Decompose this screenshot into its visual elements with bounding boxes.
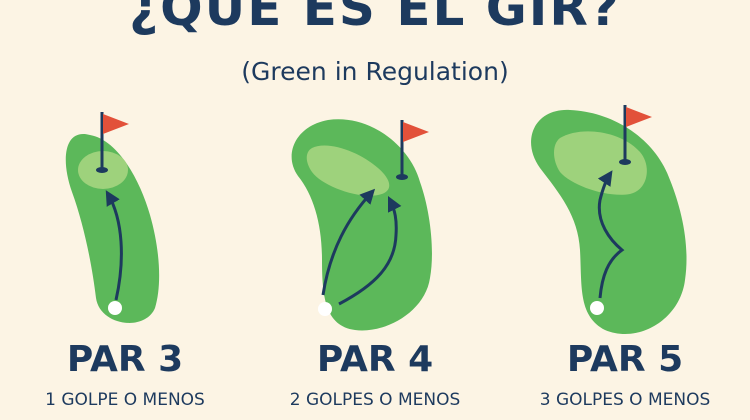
par-5-label: PAR 5 [566, 339, 684, 380]
shot-path [597, 170, 625, 299]
golf-ball [590, 301, 604, 315]
par-4-label: PAR 4 [316, 339, 434, 380]
golf-ball [318, 302, 332, 316]
flag [103, 114, 129, 134]
par-5-strokes: 3 GOLPES O MENOS [539, 390, 711, 410]
golf-ball [108, 301, 122, 315]
shot-path-1 [321, 188, 376, 296]
page-title: ¿QUE ES EL GIR? [129, 0, 621, 37]
par-5-panel: PAR 5 3 GOLPES O MENOS [500, 100, 750, 420]
shot-path [105, 190, 123, 301]
putting-green [306, 145, 390, 196]
par-4-hole-illustration [291, 119, 432, 331]
par-3-strokes: 1 GOLPE O MENOS [45, 390, 205, 410]
par-5-hole-illustration [531, 105, 687, 335]
page-subtitle: (Green in Regulation) [241, 57, 509, 86]
par-3-panel: PAR 3 1 GOLPE O MENOS [0, 100, 250, 420]
par-4-panel: PAR 4 2 GOLPES O MENOS [250, 100, 500, 420]
par-4-strokes: 2 GOLPES O MENOS [289, 390, 461, 410]
par-3-hole-illustration [65, 112, 160, 323]
par-3-label: PAR 3 [66, 339, 184, 380]
shot-path-2 [338, 195, 402, 306]
flag [626, 107, 652, 127]
flag [403, 122, 429, 142]
